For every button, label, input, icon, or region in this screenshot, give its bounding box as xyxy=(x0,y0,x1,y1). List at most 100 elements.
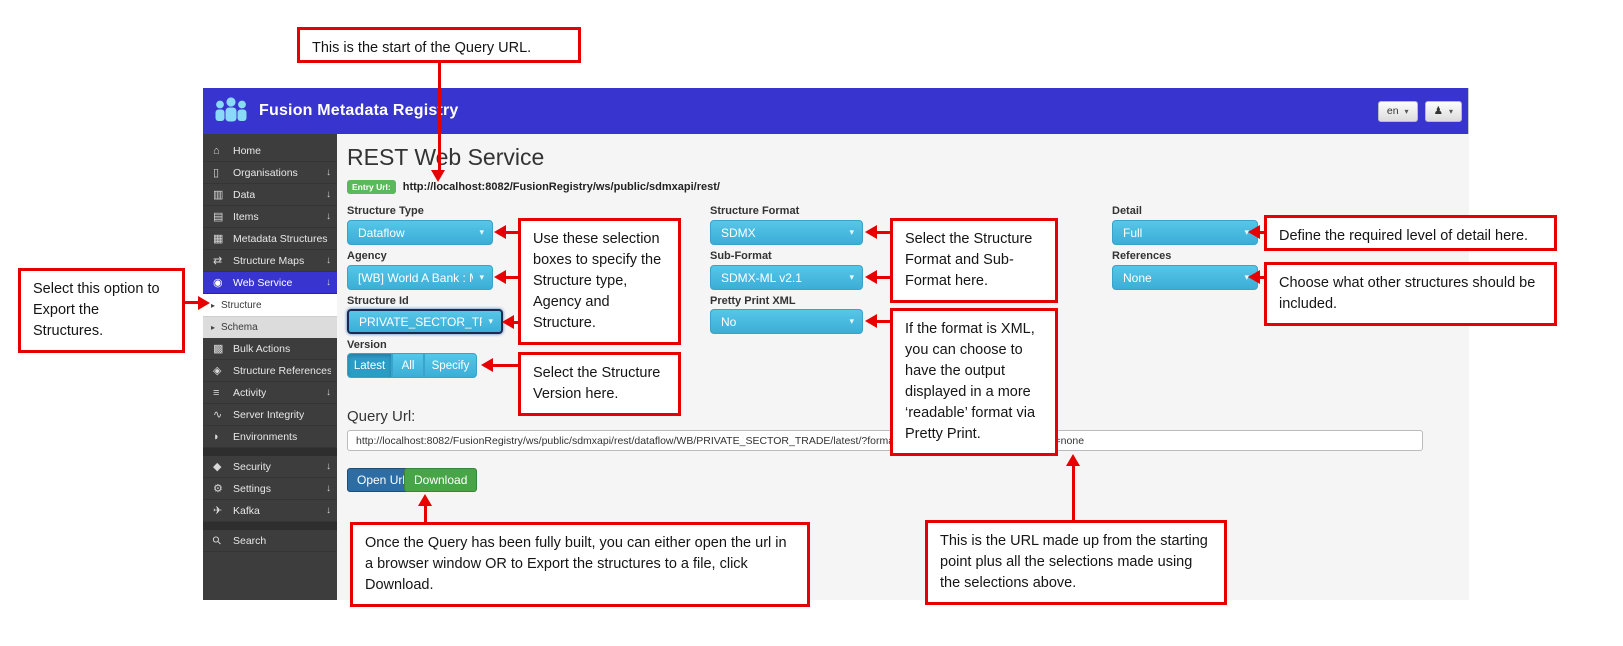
annotation-start-of-query-url: This is the start of the Query URL. xyxy=(297,27,581,63)
sidebar-item-label: Web Service xyxy=(233,276,293,289)
triangle-right-icon: ▸ xyxy=(211,300,216,310)
expand-down-arrow-icon: ↓ xyxy=(326,483,331,494)
chevron-down-icon: ▾ xyxy=(488,316,493,326)
version-specify-button[interactable]: Specify xyxy=(424,353,477,378)
annotation-structure-version: Select the Structure Version here. xyxy=(518,352,681,417)
detail-label: Detail xyxy=(1112,205,1142,217)
version-all-button[interactable]: All xyxy=(392,353,424,378)
sidebar-item-settings[interactable]: ⚙ Settings ↓ xyxy=(203,478,337,500)
chevron-down-icon: ▾ xyxy=(849,227,854,237)
app-header: Fusion Metadata Registry en ▾ ♟ ▾ xyxy=(203,88,1468,134)
query-url-input[interactable] xyxy=(347,430,1423,451)
leaf-icon: ◗ xyxy=(213,430,220,443)
sidebar-item-structure-references[interactable]: ◈Structure References xyxy=(203,360,337,382)
diamond-icon: ◈ xyxy=(213,365,222,377)
detail-dropdown[interactable]: Full ▾ xyxy=(1112,220,1258,245)
sidebar-item-server-integrity[interactable]: ∿ Server Integrity xyxy=(203,404,337,426)
structure-format-dropdown[interactable]: SDMX ▾ xyxy=(710,220,863,245)
arrow-line xyxy=(424,506,427,523)
sidebar-item-label: Metadata Structures xyxy=(233,232,328,245)
arrow-right-icon xyxy=(198,296,210,310)
pretty-print-label: Pretty Print XML xyxy=(710,295,796,307)
pretty-print-dropdown[interactable]: No ▾ xyxy=(710,309,863,334)
arrow-line xyxy=(877,231,892,234)
home-icon: ⌂ xyxy=(213,144,220,157)
agency-value: [WB] World A Bank : Member xyxy=(358,270,473,285)
arrow-up-icon xyxy=(418,494,432,506)
sidebar-subitem-schema[interactable]: ▸Schema xyxy=(203,316,337,338)
swap-arrows-icon: ⇄ xyxy=(213,255,223,267)
triangle-right-icon: ▸ xyxy=(211,323,216,332)
user-menu-button[interactable]: ♟ ▾ xyxy=(1424,100,1462,122)
arrow-line xyxy=(506,276,520,279)
annotation-references-include: Choose what other structures should be i… xyxy=(1264,262,1557,327)
version-button-group: Latest All Specify xyxy=(347,353,477,378)
sidebar-item-label: Structure Maps xyxy=(233,254,305,267)
sidebar-item-home[interactable]: ⌂ Home xyxy=(203,140,337,162)
sidebar-item-organisations[interactable]: ▯Organisations↓ xyxy=(203,162,337,184)
version-latest-button[interactable]: Latest xyxy=(347,353,392,378)
list-icon: ≡ xyxy=(213,386,220,399)
sidebar-item-bulk-actions[interactable]: ▩Bulk Actions xyxy=(203,338,337,360)
sub-format-dropdown[interactable]: SDMX-ML v2.1 ▾ xyxy=(710,265,863,290)
sidebar-item-search[interactable]: ⚲Search xyxy=(203,530,337,552)
annotation-select-option-export: Select this option to Export the Structu… xyxy=(18,268,185,354)
sidebar-item-web-service[interactable]: ◉ Web Service ↓ xyxy=(203,272,337,294)
sidebar-item-label: Server Integrity xyxy=(233,408,305,421)
sidebar-item-security[interactable]: ◆Security↓ xyxy=(203,456,337,478)
broken-link-icon: ∿ xyxy=(213,409,223,421)
annotation-open-or-download: Once the Query has been fully built, you… xyxy=(350,522,810,608)
globe-icon: ◉ xyxy=(213,277,223,289)
chevron-down-icon: ▾ xyxy=(1244,227,1249,237)
sidebar-item-label: Bulk Actions xyxy=(233,342,291,355)
arrow-line xyxy=(493,364,520,367)
arrow-left-icon xyxy=(481,358,493,372)
sidebar-item-items[interactable]: ▤Items↓ xyxy=(203,206,337,228)
arrow-left-icon xyxy=(865,270,877,284)
sidebar-item-activity[interactable]: ≡Activity↓ xyxy=(203,382,337,404)
sidebar-item-label: Home xyxy=(233,144,262,157)
arrow-line xyxy=(1072,466,1075,521)
sidebar: ⌂ Home ▯Organisations↓▥Data↓ ▤ Items ↓ ▦ Metada… xyxy=(203,134,337,600)
user-icon: ♟ xyxy=(1433,105,1443,117)
items-card-icon: ▤ xyxy=(213,211,224,223)
sidebar-item-kafka[interactable]: ✈Kafka↓ xyxy=(203,500,337,522)
arrow-left-icon xyxy=(1248,270,1260,284)
sidebar-item-label: Security xyxy=(233,460,271,473)
arrow-line xyxy=(877,320,892,323)
version-label: Version xyxy=(347,339,387,351)
expand-down-arrow-icon: ↓ xyxy=(326,189,331,200)
sidebar-item-label: Settings xyxy=(233,482,271,495)
annotation-structure-format: Select the Structure Format and Sub-Form… xyxy=(890,218,1058,304)
page-title: REST Web Service xyxy=(347,144,545,170)
grid-icon: ▦ xyxy=(213,233,224,245)
structure-type-dropdown[interactable]: Dataflow ▾ xyxy=(347,220,493,245)
search-icon: ⚲ xyxy=(210,533,225,548)
sidebar-item-data[interactable]: ▥Data↓ xyxy=(203,184,337,206)
sidebar-subitem-structure[interactable]: ▸Structure xyxy=(203,294,337,316)
agency-dropdown[interactable]: [WB] World A Bank : Member ▾ xyxy=(347,265,493,290)
structure-id-dropdown[interactable]: PRIVATE_SECTOR_TRADE ▾ xyxy=(347,309,503,334)
sidebar-item-label: Items xyxy=(233,210,259,223)
sidebar-item-metadata-structures[interactable]: ▦ Metadata Structures xyxy=(203,228,337,250)
arrow-left-icon xyxy=(494,270,506,284)
open-url-button[interactable]: Open Url xyxy=(347,468,416,492)
expand-down-arrow-icon: ↓ xyxy=(326,277,331,288)
entry-url-value: http://localhost:8082/FusionRegistry/ws/… xyxy=(402,181,720,193)
sidebar-item-label: Activity xyxy=(233,386,267,399)
fusion-registry-logo-icon xyxy=(215,97,247,122)
arrow-line xyxy=(1260,276,1266,279)
download-button[interactable]: Download xyxy=(404,468,478,492)
sidebar-item-environments[interactable]: ◗Environments xyxy=(203,426,337,448)
gear-icon: ⚙ xyxy=(213,483,223,495)
organisations-icon: ▯ xyxy=(213,167,220,179)
arrow-left-icon xyxy=(1248,225,1260,239)
language-dropdown[interactable]: en ▾ xyxy=(1377,100,1418,122)
arrow-up-icon xyxy=(1066,454,1080,466)
paper-plane-icon: ✈ xyxy=(213,505,223,517)
expand-down-arrow-icon: ↓ xyxy=(326,255,331,266)
sidebar-item-structure-maps[interactable]: ⇄ Structure Maps ↓ xyxy=(203,250,337,272)
references-dropdown[interactable]: None ▾ xyxy=(1112,265,1258,290)
detail-value: Full xyxy=(1123,225,1143,240)
sidebar-divider xyxy=(203,448,337,456)
